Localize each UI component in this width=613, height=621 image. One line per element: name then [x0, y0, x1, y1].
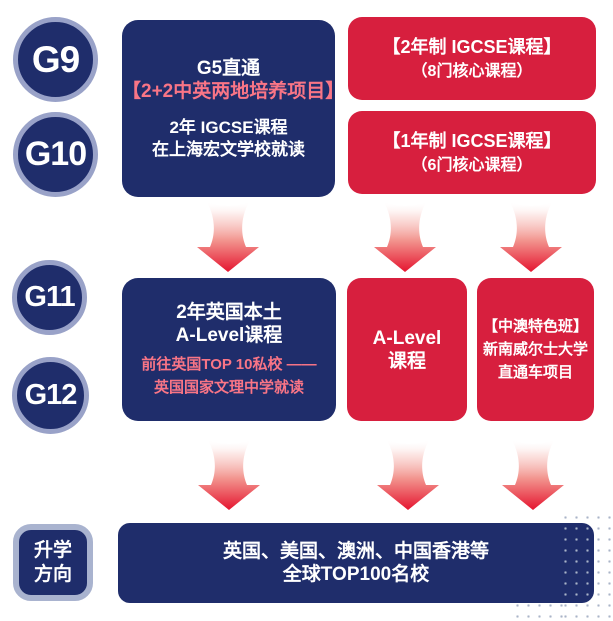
box-title: 英国、美国、澳洲、中国香港等 — [222, 541, 489, 562]
dot-pattern-decoration — [512, 600, 564, 621]
box-subtitle: （6门核心课程） — [411, 156, 533, 174]
down-arrow-icon — [377, 440, 439, 510]
grade-badge-label: G9 — [31, 38, 80, 80]
box-body-line: 前往英国TOP 10私校 —— — [141, 355, 317, 373]
pathway-box-destinations: 英国、美国、澳洲、中国香港等 全球TOP100名校 — [118, 523, 594, 603]
pathway-box-igcse-2yr: 【2年制 IGCSE课程】 （8门核心课程） — [348, 17, 596, 100]
box-body-line: 2年 IGCSE课程 — [169, 117, 288, 137]
box-subtitle: 全球TOP100名校 — [282, 564, 430, 585]
grade-badge-g12: G12 — [12, 357, 89, 434]
dot-pattern-decoration — [560, 512, 613, 621]
down-arrow-icon — [500, 202, 562, 272]
pathway-box-g5-direct: G5直通 【2+2中英两地培养项目】 2年 IGCSE课程 在上海宏文学校就读 — [122, 20, 345, 197]
down-arrow-icon — [374, 202, 436, 272]
admission-direction-badge: 升学 方向 — [13, 524, 93, 601]
grade-badge-g11: G11 — [12, 260, 87, 335]
badge-label-line: 升学 — [33, 539, 72, 561]
box-title: 2年英国本土 — [176, 301, 282, 323]
box-title: A-Level课程 — [175, 324, 283, 346]
box-title: A-Level — [372, 327, 442, 349]
grade-badge-label: G10 — [24, 135, 87, 173]
box-subtitle: 【2+2中英两地培养项目】 — [122, 80, 345, 102]
box-title: 【2年制 IGCSE课程】 — [382, 36, 562, 57]
grade-badge-label: G11 — [24, 281, 75, 313]
down-arrow-icon — [198, 440, 260, 510]
box-body-line: 在上海宏文学校就读 — [152, 139, 305, 159]
pathway-box-igcse-1yr: 【1年制 IGCSE课程】 （6门核心课程） — [348, 111, 596, 194]
box-title: 课程 — [387, 350, 426, 372]
box-body-line: 直通车项目 — [497, 364, 573, 381]
grade-badge-g10: G10 — [13, 112, 98, 197]
box-body-line: 新南威尔士大学 — [482, 341, 588, 358]
badge-label-line: 方向 — [33, 563, 72, 585]
down-arrow-icon — [502, 440, 564, 510]
box-body-line: 英国国家文理中学就读 — [153, 378, 304, 396]
box-title: 【中澳特色班】 — [482, 318, 588, 335]
box-subtitle: （8门核心课程） — [411, 62, 533, 80]
down-arrow-icon — [197, 202, 259, 272]
box-title: G5直通 — [196, 57, 261, 79]
box-title: 【1年制 IGCSE课程】 — [382, 130, 562, 151]
pathway-box-uk-alevel: 2年英国本土 A-Level课程 前往英国TOP 10私校 —— 英国国家文理中… — [122, 278, 336, 421]
grade-badge-label: G12 — [24, 379, 78, 411]
pathway-box-alevel: A-Level 课程 — [347, 278, 467, 421]
pathway-box-china-australia: 【中澳特色班】 新南威尔士大学 直通车项目 — [477, 278, 594, 421]
grade-badge-g9: G9 — [13, 17, 98, 102]
